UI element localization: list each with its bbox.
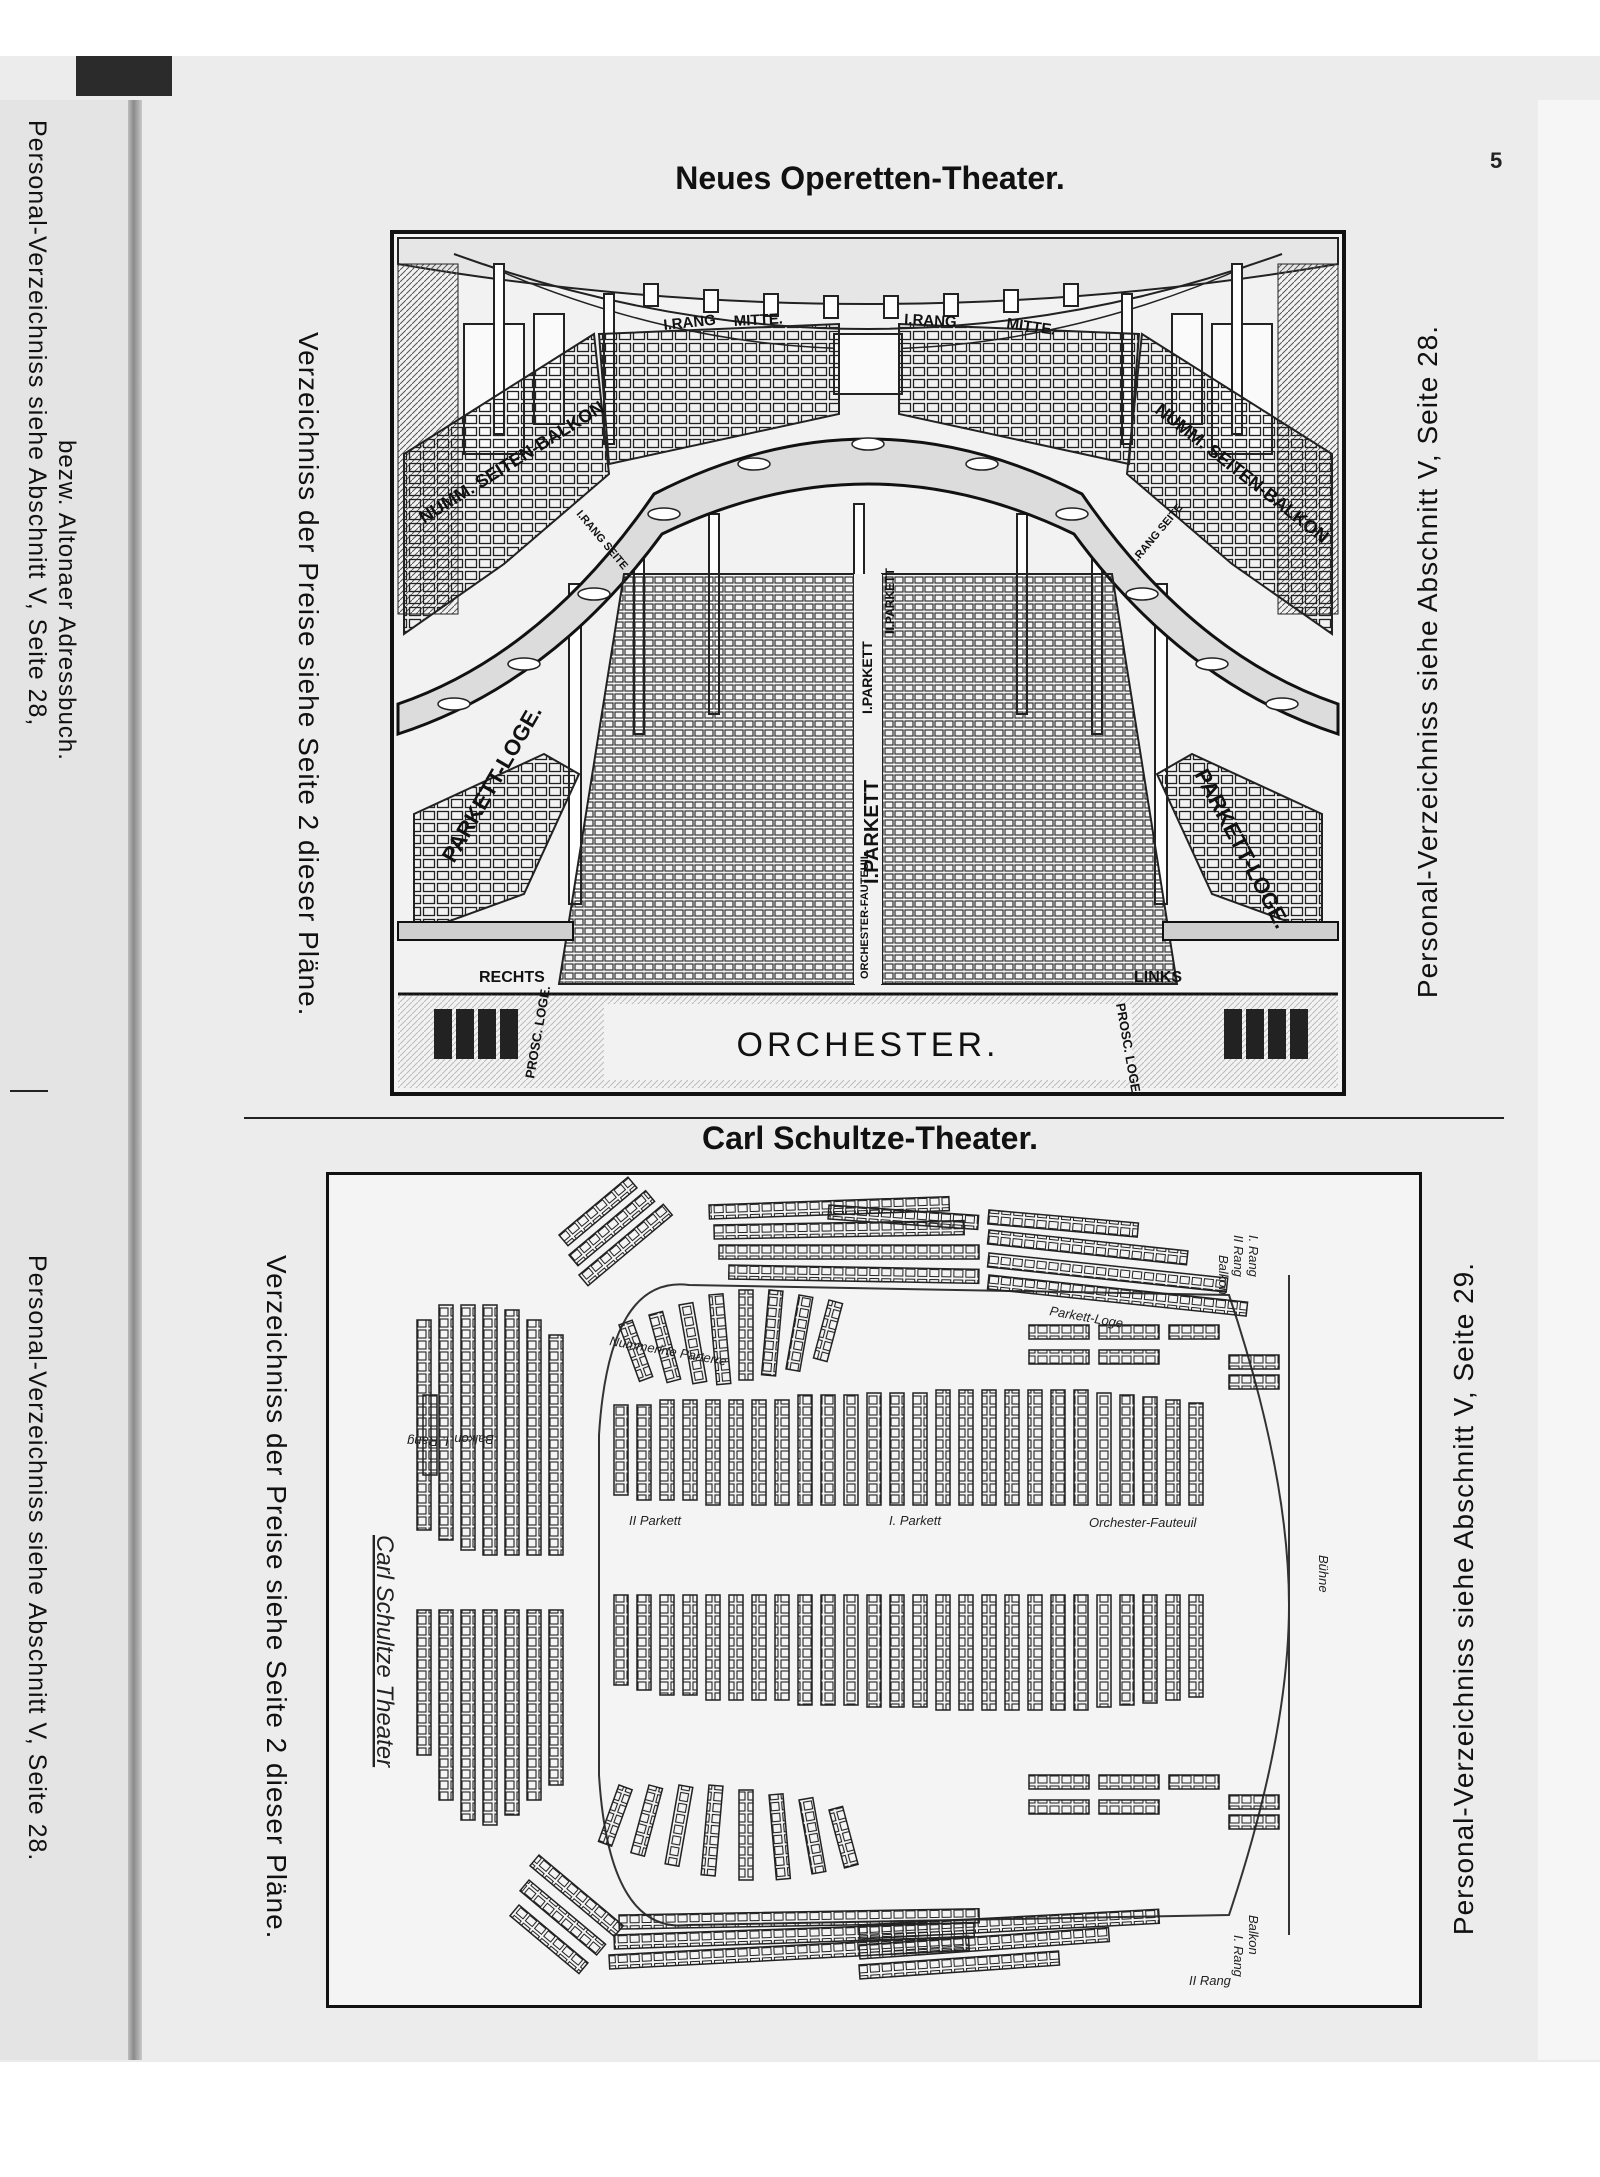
left-page-divider	[10, 1090, 48, 1092]
left-page-upper-line1: Personal-Verzeichniss siehe Abschnitt V,…	[23, 120, 51, 727]
book-gutter	[128, 100, 142, 2060]
operetten-auditorium-drawing: I.RANG MITTE. I.RANG MITTE. NUMM. SEITEN…	[396, 237, 1340, 1097]
label-ii-rang-bottom: II Rang	[1189, 1973, 1232, 1988]
label-buehne: Bühne	[1316, 1555, 1331, 1593]
label-balkon-bottom: Balkon	[1246, 1915, 1261, 1955]
label-rechts: RECHTS	[479, 969, 545, 986]
label-i-rang-side: I. Rang	[406, 1434, 449, 1449]
bottom-plan-personnel-note: Personal-Verzeichniss siehe Abschnitt V,…	[1448, 1262, 1479, 1936]
label-parkett-1: I.PARKETT	[859, 641, 875, 714]
top-plan-title: Neues Operetten-Theater.	[675, 160, 1065, 196]
label-ii-rang-top: II Rang	[1231, 1235, 1246, 1278]
left-page-lower-line: Personal-Verzeichniss siehe Abschnitt V,…	[23, 1255, 51, 1862]
label-rang-seite-right: I.RANG SEITE	[1129, 502, 1185, 566]
label-mitte-left: MITTE.	[733, 310, 783, 330]
page-number: 5	[1490, 148, 1503, 173]
carl-schultze-theater-plan: Carl Schultze Theater I. Rang II Rang Ba…	[326, 1172, 1422, 2008]
top-plan-price-note: Verzeichniss der Preise siehe Seite 2 di…	[293, 332, 324, 1017]
label-links: LINKS	[1134, 969, 1182, 986]
label-mitte-right: MITTE.	[1005, 315, 1056, 339]
label-signature: Carl Schultze Theater	[371, 1535, 398, 1768]
operetten-theater-plan: I.RANG MITTE. I.RANG MITTE. NUMM. SEITEN…	[390, 230, 1346, 1097]
label-rang-right: I.RANG	[904, 311, 957, 331]
label-i-rang-bottom: I. Rang	[1231, 1935, 1246, 1978]
label-orchester: ORCHESTER.	[737, 1026, 1000, 1064]
scan-edge-marker	[76, 56, 172, 96]
left-page-upper-line2: bezw. Altonaer Adressbuch.	[53, 440, 80, 761]
schultze-floor-plan-drawing: Carl Schultze Theater I. Rang II Rang Ba…	[371, 1176, 1331, 1988]
left-page-strip	[0, 100, 130, 2060]
label-orchester-fauteuil: ORCHESTER-FAUTEUIL.	[859, 849, 871, 979]
label-balkon-top: Balkon	[1216, 1255, 1231, 1295]
label-balkon-side: Balkon	[454, 1432, 494, 1447]
right-page-margin	[1538, 100, 1600, 2060]
label-rang-left: I.RANG	[663, 312, 717, 334]
label-orchester-fauteuil: Orchester-Fauteuil	[1089, 1515, 1198, 1530]
label-i-parkett: I. Parkett	[889, 1513, 942, 1528]
label-parkett-1-center: I.PARKETT	[861, 780, 883, 884]
top-plan-personnel-note: Personal-Verzeichniss siehe Abschnitt V,…	[1412, 325, 1443, 999]
label-ii-parkett: II Parkett	[629, 1513, 682, 1528]
label-parkett-2: II.PARKETT	[883, 568, 897, 634]
bottom-plan-title: Carl Schultze-Theater.	[701, 1120, 1039, 1156]
plan-divider	[244, 1117, 1504, 1119]
label-i-rang-top: I. Rang	[1246, 1235, 1261, 1278]
bottom-plan-price-note: Verzeichniss der Preise siehe Seite 2 di…	[261, 1255, 292, 1940]
